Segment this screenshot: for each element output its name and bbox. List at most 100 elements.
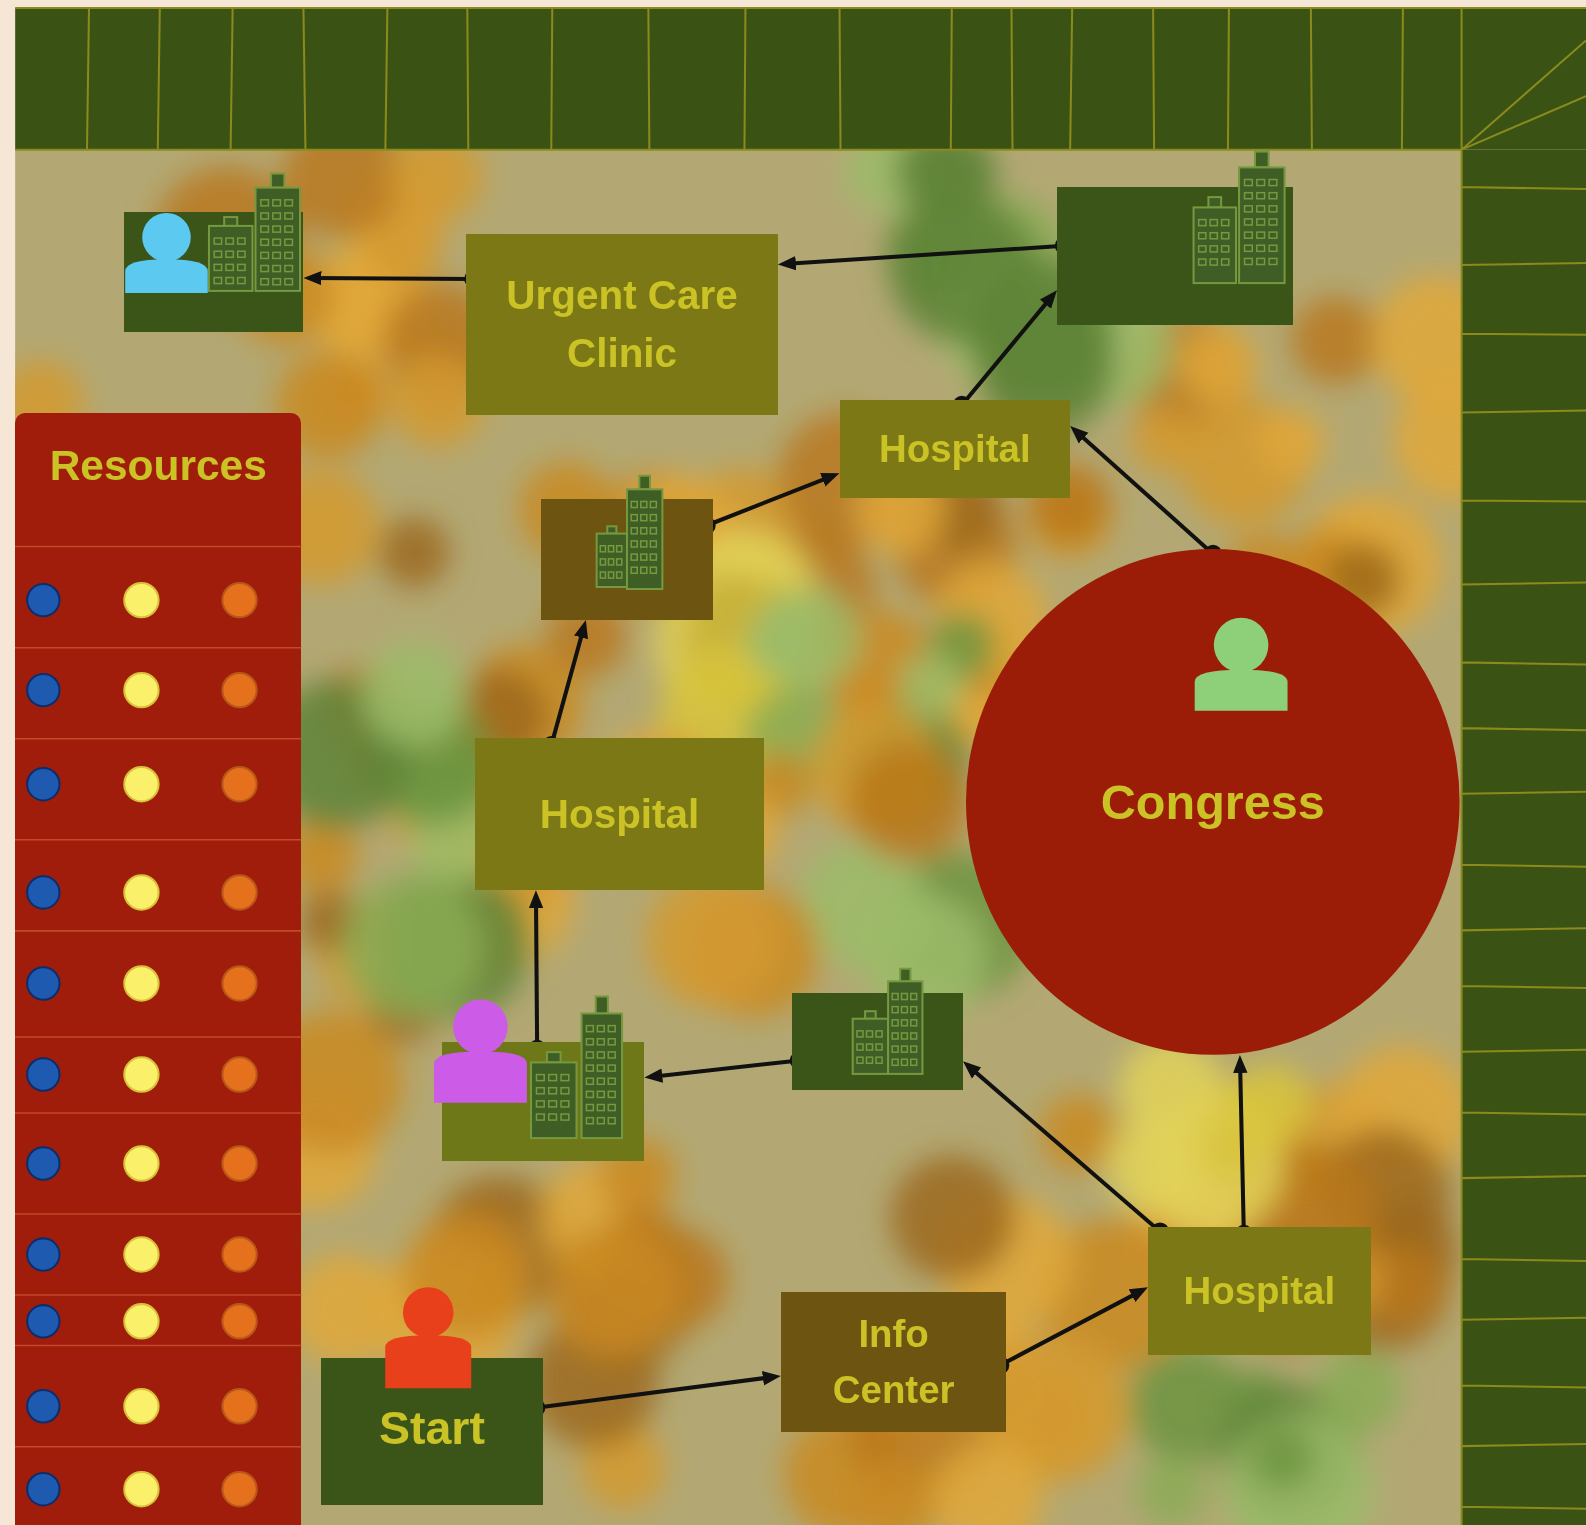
foliage-blob xyxy=(1326,543,1401,618)
resource-token xyxy=(124,1304,158,1338)
connector-line xyxy=(309,276,473,281)
foliage-blob xyxy=(1131,406,1197,472)
player-token xyxy=(1195,618,1288,711)
resource-token xyxy=(27,1238,59,1270)
building-window xyxy=(549,1074,557,1080)
resource-token xyxy=(27,1390,59,1422)
building-window xyxy=(641,501,647,507)
building-window xyxy=(892,1020,898,1026)
foliage-blob xyxy=(745,608,814,677)
building-window xyxy=(536,1114,544,1120)
building-window xyxy=(631,514,637,520)
building-window xyxy=(1245,193,1253,199)
row-divider xyxy=(15,1344,301,1346)
row-divider xyxy=(15,839,301,841)
building-window xyxy=(650,527,656,533)
connector xyxy=(1235,1061,1253,1243)
building-space xyxy=(124,212,303,331)
building-window xyxy=(226,238,233,244)
connector-line xyxy=(962,295,1053,405)
building-window xyxy=(597,1104,604,1110)
building-spire xyxy=(1255,152,1269,168)
building-window xyxy=(609,545,614,551)
building-window xyxy=(238,252,245,258)
resource-token xyxy=(27,1058,59,1090)
player-token xyxy=(385,1288,471,1389)
connector-line xyxy=(967,1065,1160,1231)
resource-token xyxy=(124,767,158,801)
building-window xyxy=(586,1104,593,1110)
row-divider xyxy=(15,1112,301,1114)
building-window xyxy=(215,238,222,244)
building-window xyxy=(1257,180,1265,186)
building-window xyxy=(1245,259,1253,265)
building-window xyxy=(608,1065,615,1071)
building-spire xyxy=(547,1052,561,1062)
building-spire xyxy=(271,174,284,188)
foliage-blob xyxy=(849,743,968,862)
building-window xyxy=(597,1078,604,1084)
player-body xyxy=(1195,670,1288,711)
space-label: Start xyxy=(379,1395,485,1462)
building-window xyxy=(892,1033,898,1039)
building-body xyxy=(597,533,627,586)
building-window xyxy=(561,1101,569,1107)
foliage-blob xyxy=(367,212,442,287)
space-label: Hospital xyxy=(540,785,700,844)
building-window xyxy=(273,253,281,259)
building-window xyxy=(273,279,281,285)
building-window xyxy=(1257,245,1265,251)
building-window xyxy=(586,1052,593,1058)
resource-token xyxy=(27,584,59,616)
building-window xyxy=(641,541,647,547)
foliage-blob xyxy=(379,517,450,588)
foliage-blob xyxy=(1316,1348,1401,1433)
hospital-space: Hospital xyxy=(475,738,763,890)
building-window xyxy=(857,1057,863,1063)
top-track xyxy=(15,8,1586,150)
building-window xyxy=(1269,259,1277,265)
resource-token xyxy=(124,1389,158,1423)
building-window xyxy=(273,213,281,219)
connector-line xyxy=(650,1060,799,1076)
building-body xyxy=(1194,208,1236,284)
resource-token xyxy=(223,673,257,707)
building-window xyxy=(608,1025,615,1031)
building-window xyxy=(549,1088,557,1094)
building-window xyxy=(1245,206,1253,212)
building-window xyxy=(1269,180,1277,186)
building-window xyxy=(608,1052,615,1058)
player-body xyxy=(126,260,209,294)
row-divider xyxy=(15,1294,301,1296)
building-window xyxy=(215,252,222,258)
building-window xyxy=(641,514,647,520)
building-window xyxy=(631,527,637,533)
building-icon xyxy=(531,1052,577,1138)
info-center-space: Info Center xyxy=(781,1292,1007,1432)
row-divider xyxy=(15,738,301,740)
foliage-blob xyxy=(1292,296,1380,384)
building-window xyxy=(1269,245,1277,251)
building-window xyxy=(609,559,614,565)
icon-group xyxy=(434,996,622,1138)
building-window xyxy=(536,1101,544,1107)
building-body xyxy=(209,226,252,291)
building-spire xyxy=(900,969,910,982)
building-window xyxy=(857,1031,863,1037)
building-window xyxy=(285,240,293,246)
building-body xyxy=(1239,167,1285,283)
building-window xyxy=(1210,246,1217,252)
resource-token xyxy=(27,876,59,908)
foliage-blob xyxy=(1249,1424,1314,1489)
building-window xyxy=(631,541,637,547)
building-window xyxy=(901,1020,907,1026)
foliage-blob xyxy=(1226,534,1304,612)
building-window xyxy=(1257,219,1265,225)
building-window xyxy=(857,1044,863,1050)
connector-line xyxy=(536,1377,775,1408)
forest-area xyxy=(15,150,1461,1525)
building-window xyxy=(597,1052,604,1058)
foliage-blob xyxy=(1178,325,1258,405)
connector-dot xyxy=(1204,545,1222,563)
building-window xyxy=(901,1059,907,1065)
